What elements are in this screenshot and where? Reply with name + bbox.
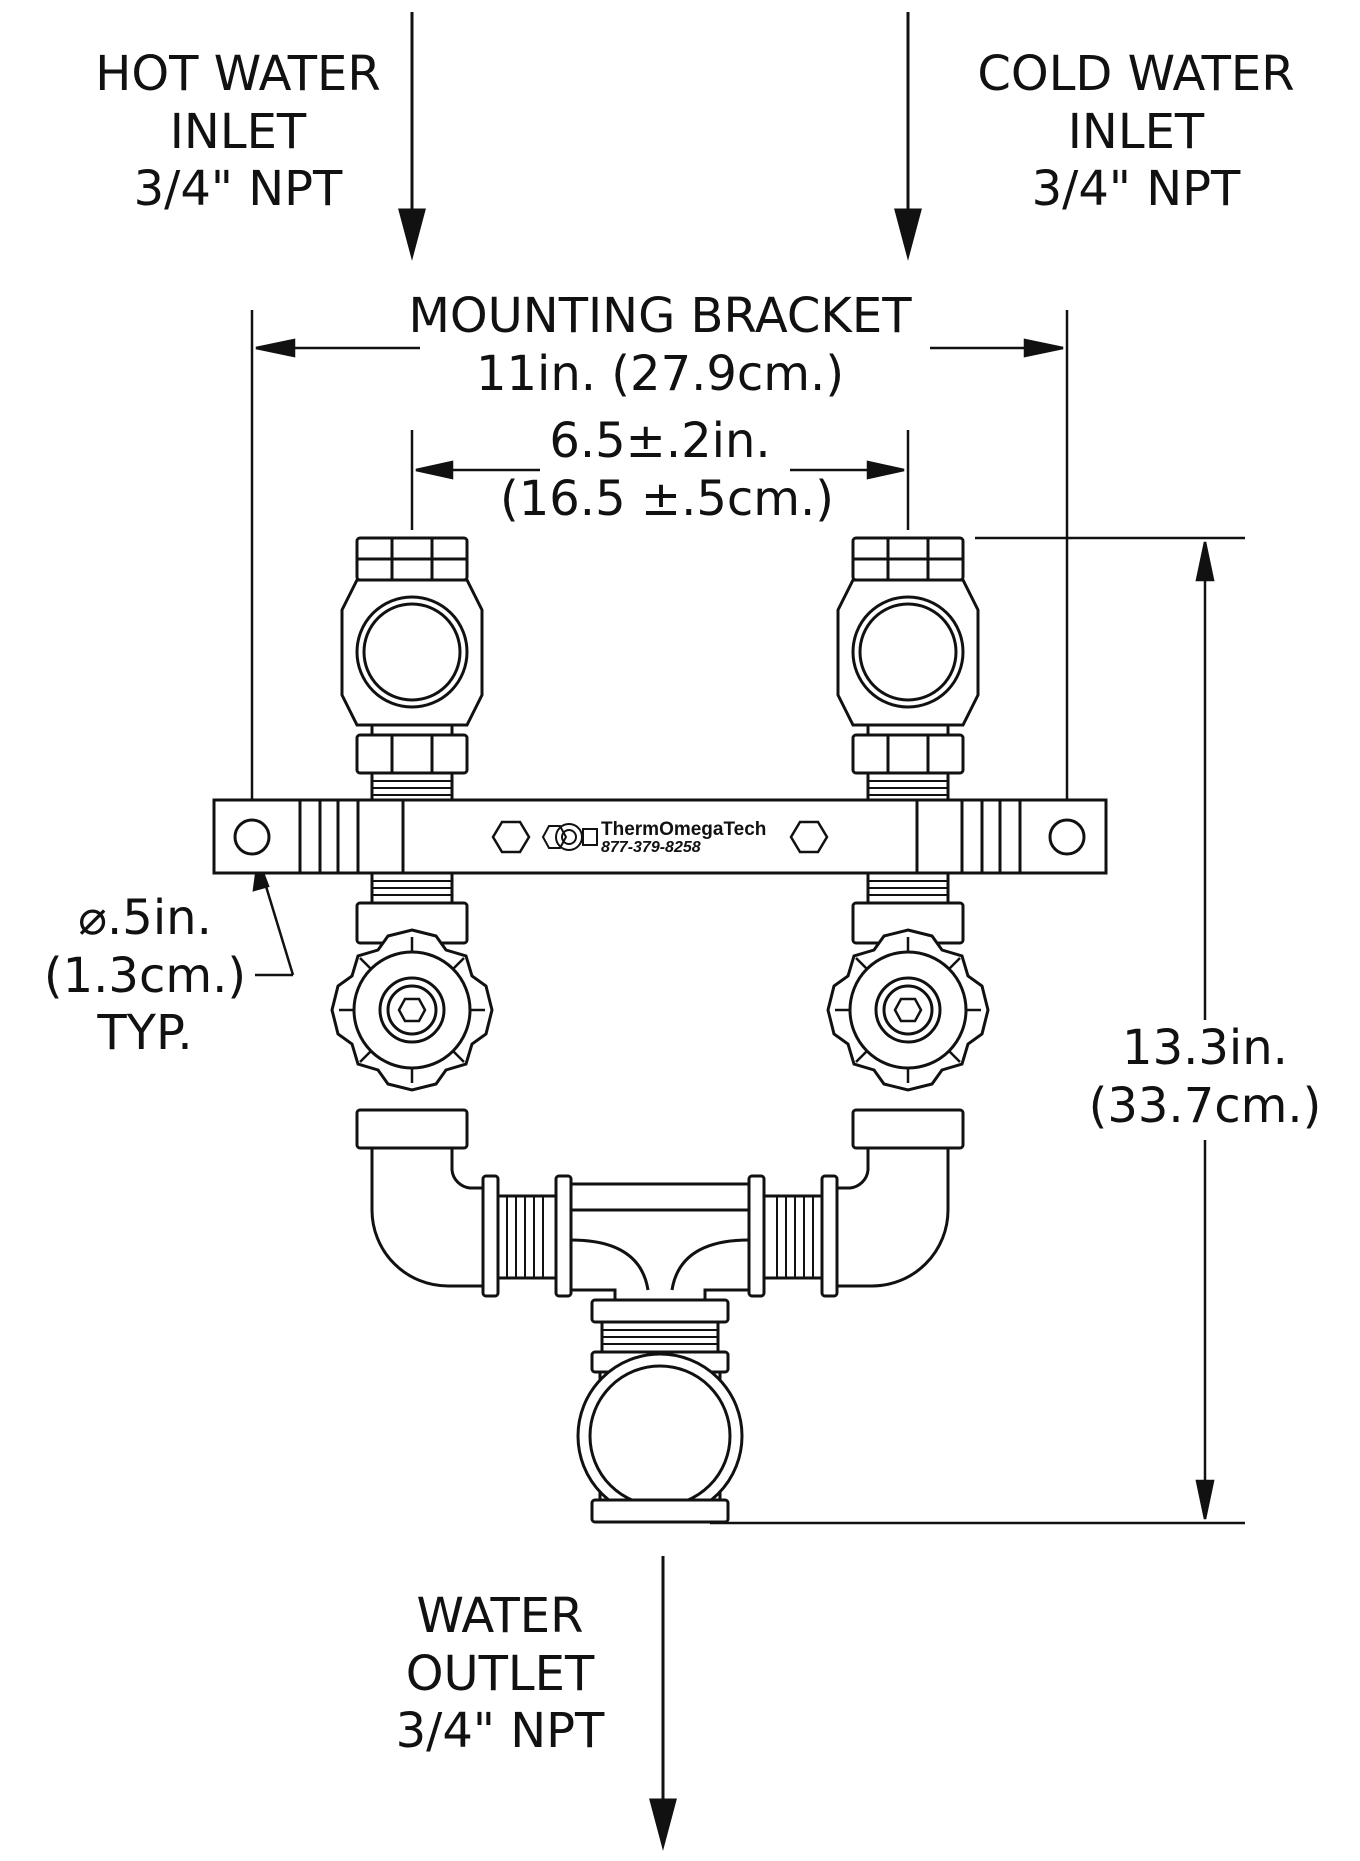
overall-height-dimension: [710, 536, 1245, 1525]
bracket-hole-left: [233, 818, 271, 856]
cold-valve-body: [851, 871, 965, 1160]
hot-side-elbow: [370, 1160, 485, 1288]
bracket-width-label: MOUNTING BRACKET 11in. (27.9cm.): [400, 288, 920, 403]
height-label: 13.3in. (33.7cm.): [1080, 1020, 1330, 1136]
hot-inlet-label: HOT WATER INLET 3/4" NPT: [68, 46, 408, 219]
brand-name: ThermOmegaTech: [601, 819, 767, 840]
hot-valve-handwheel: [330, 928, 494, 1092]
inlet-spacing-cm: (16.5 ±.5cm.): [500, 470, 835, 527]
brand-logo-icon: [541, 823, 598, 851]
cold-inlet-label-line-1: COLD WATER: [977, 46, 1295, 102]
hot-inlet-fitting: [340, 536, 484, 775]
cold-inlet-label-line-3: 3/4" NPT: [1031, 161, 1241, 218]
mixing-tee: [569, 1182, 751, 1302]
height-inches: 13.3in.: [1122, 1020, 1288, 1076]
outlet-fitting: [576, 1352, 744, 1524]
mounting-bracket: [212, 798, 1108, 875]
cold-inlet-fitting: [836, 536, 980, 775]
bracket-title: MOUNTING BRACKET: [400, 288, 920, 346]
hot-inlet-label-line-2: INLET: [169, 103, 307, 160]
height-cm: (33.7cm.): [1088, 1077, 1322, 1134]
brand-phone: 877-379-8258: [601, 838, 701, 856]
hole-diameter-typ: TYP.: [97, 1005, 193, 1062]
hole-diameter-label: ⌀.5in. (1.3cm.) TYP.: [40, 890, 250, 1063]
outlet-flow-arrow: [649, 1556, 677, 1851]
brand-text: ThermOmegaTech 877-379-8258: [601, 820, 766, 857]
cold-side-elbow: [835, 1160, 950, 1288]
cold-inlet-label-line-2: INLET: [1067, 103, 1205, 160]
hot-valve-body: [355, 871, 469, 1160]
hot-inlet-flow-arrow: [398, 12, 426, 261]
cold-inlet-nipple: [866, 771, 950, 805]
bracket-hole-right: [1048, 818, 1086, 856]
hole-diameter-inches: ⌀.5in.: [78, 890, 212, 946]
outlet-label-line-2: OUTLET: [405, 1645, 595, 1702]
inlet-spacing-dimension: [410, 430, 910, 530]
right-union: [747, 1174, 839, 1298]
outlet-label-line-1: WATER: [416, 1588, 584, 1644]
bracket-hex-right: [789, 820, 829, 854]
outlet-label-line-3: 3/4" NPT: [395, 1703, 605, 1760]
bracket-hex-left: [491, 820, 531, 854]
outlet-label: WATER OUTLET 3/4" NPT: [360, 1588, 640, 1761]
bracket-width-dimension: [250, 310, 1069, 855]
bracket-width-value: 11in. (27.9cm.): [475, 345, 845, 402]
inlet-spacing-label: 6.5±.2in. (16.5 ±.5cm.): [500, 413, 835, 528]
cold-inlet-label: COLD WATER INLET 3/4" NPT: [946, 46, 1326, 219]
left-union: [481, 1174, 573, 1298]
inlet-spacing-inches: 6.5±.2in.: [549, 413, 771, 469]
hole-diameter-leader: [252, 859, 295, 977]
hot-inlet-label-line-1: HOT WATER: [95, 46, 381, 102]
cold-valve-handwheel: [826, 928, 990, 1092]
hot-inlet-label-line-3: 3/4" NPT: [133, 161, 343, 218]
hole-diameter-cm: (1.3cm.): [43, 947, 247, 1004]
cold-inlet-flow-arrow: [894, 12, 922, 261]
